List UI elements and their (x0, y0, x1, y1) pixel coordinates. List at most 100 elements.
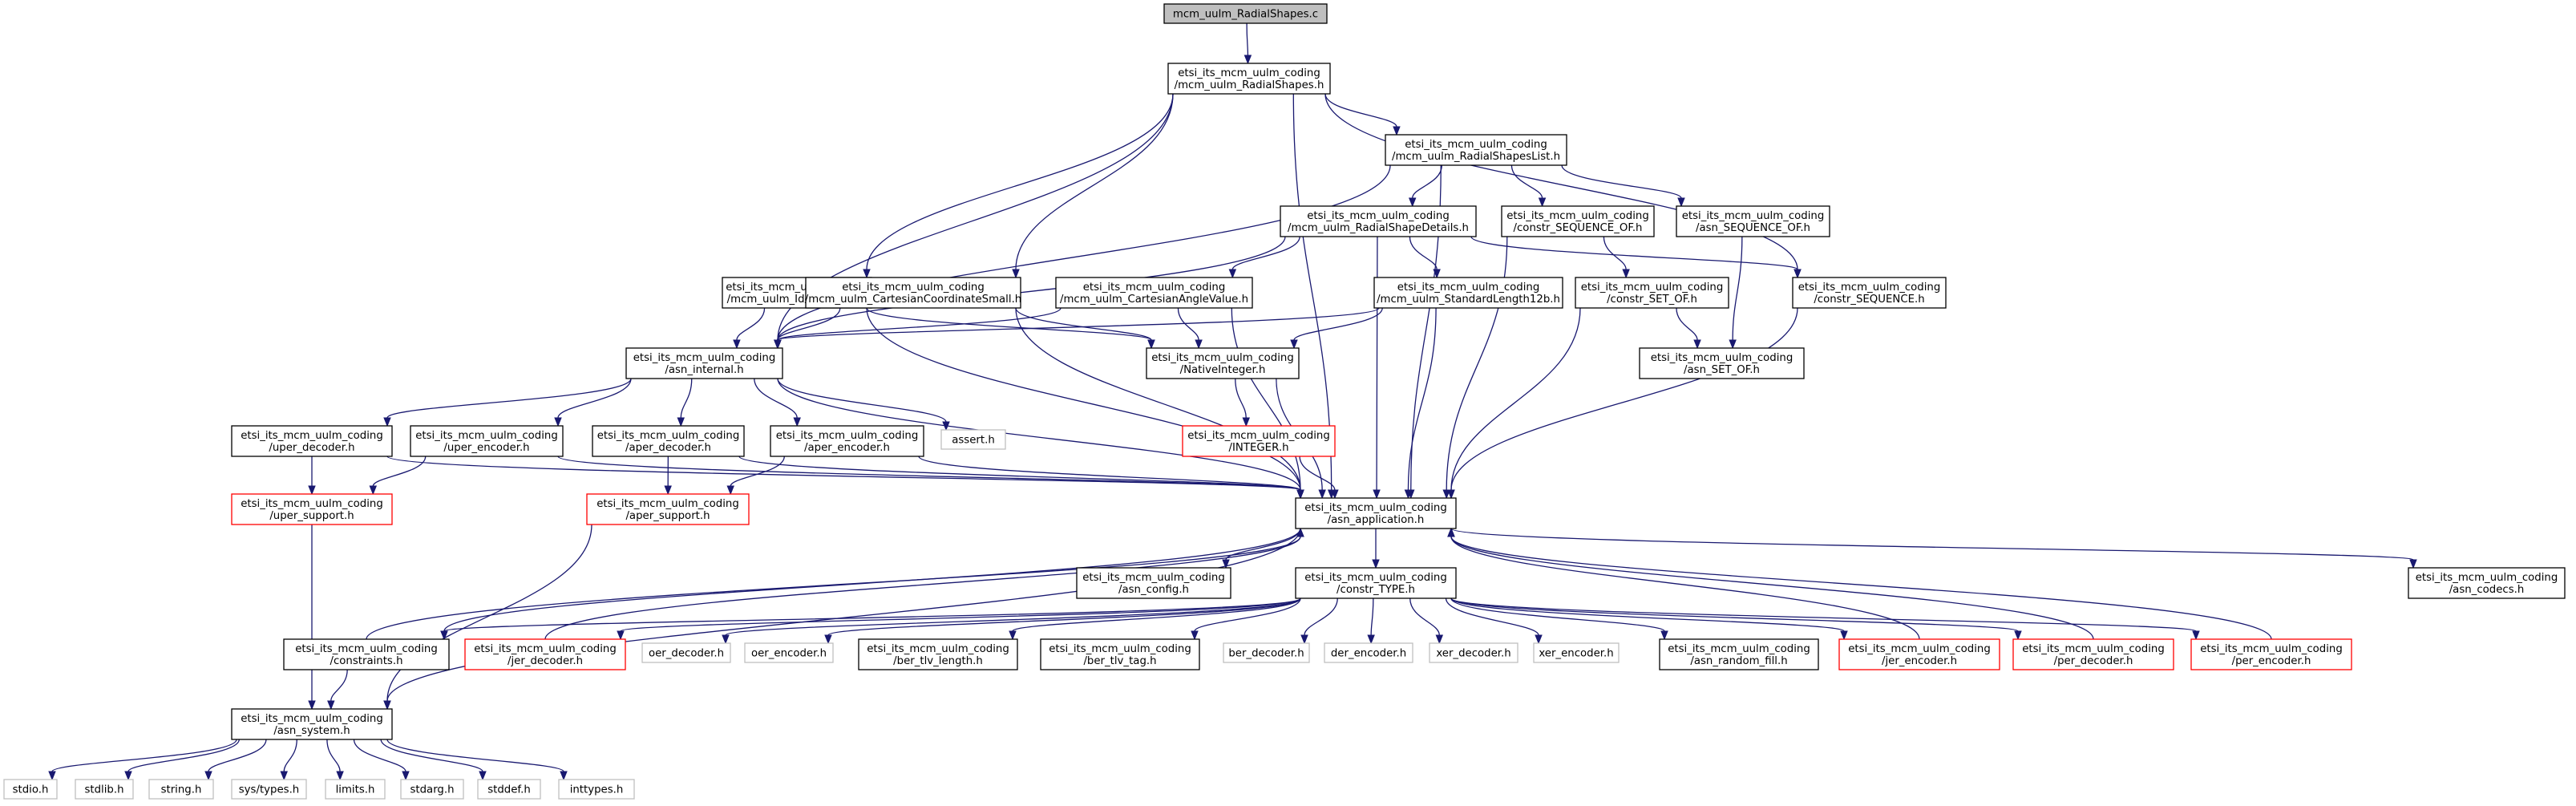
arrowhead-icon (383, 700, 391, 711)
node-box (3, 779, 58, 800)
file-node-standardlength12b-h[interactable]: etsi_its_mcm_uulm_coding/mcm_uulm_Standa… (1373, 277, 1563, 309)
file-node-xer-decoder-h[interactable]: xer_decoder.h (1429, 642, 1519, 663)
file-node-radialshapeslist-h[interactable]: etsi_its_mcm_uulm_coding/mcm_uulm_Radial… (1385, 134, 1567, 166)
file-node-stdlib-h[interactable]: stdlib.h (75, 779, 134, 800)
include-edge-constr_type_h-to-jer_encoder_h (1450, 597, 1848, 641)
node-label-line: sys/types.h (239, 784, 300, 796)
include-edge-constr_sequence_of_h-to-asn_application_h (1442, 236, 1508, 500)
file-node-stdio-h[interactable]: stdio.h (3, 779, 58, 800)
file-node-jer-decoder-h[interactable]: etsi_its_mcm_uulm_coding/jer_decoder.h (464, 638, 626, 670)
file-node-nativeinteger-h[interactable]: etsi_its_mcm_uulm_coding/NativeInteger.h (1146, 347, 1300, 379)
node-label-line: /constr_TYPE.h (1337, 584, 1415, 596)
file-node-xer-encoder-h[interactable]: xer_encoder.h (1533, 642, 1620, 663)
file-node-constraints-h[interactable]: etsi_its_mcm_uulm_coding/constraints.h (283, 638, 450, 670)
file-node-oer-decoder-h[interactable]: oer_decoder.h (641, 642, 731, 663)
file-node-integer-h[interactable]: etsi_its_mcm_uulm_coding/INTEGER.h (1182, 425, 1336, 457)
file-node-constr-type-h[interactable]: etsi_its_mcm_uulm_coding/constr_TYPE.h (1295, 567, 1457, 599)
node-label-line: assert.h (952, 435, 995, 447)
node-label-line: limits.h (336, 784, 375, 796)
file-node-constr-set-of-h[interactable]: etsi_its_mcm_uulm_coding/constr_SET_OF.h (1575, 277, 1729, 309)
file-node-aper-support-h[interactable]: etsi_its_mcm_uulm_coding/aper_support.h (586, 493, 750, 525)
file-node-aper-encoder-h[interactable]: etsi_its_mcm_uulm_coding/aper_encoder.h (770, 425, 924, 457)
node-label-line: etsi_its_mcm_uulm_coding (1397, 281, 1540, 294)
node-box (1639, 347, 1805, 379)
file-node-aper-decoder-h[interactable]: etsi_its_mcm_uulm_coding/aper_decoder.h (592, 425, 745, 457)
node-label-line: /jer_decoder.h (508, 655, 583, 667)
file-node-string-h[interactable]: string.h (148, 779, 214, 800)
file-node-inttypes-h[interactable]: inttypes.h (558, 779, 635, 800)
node-label-line: etsi_its_mcm_uulm_coding (295, 643, 438, 655)
file-node-asn-internal-h[interactable]: etsi_its_mcm_uulm_coding/asn_internal.h (625, 347, 783, 379)
node-label-line: /asn_SET_OF.h (1684, 364, 1760, 376)
include-edge-asn_system_h-to-string_h (204, 739, 267, 781)
file-node-asn-sequence-of-h[interactable]: etsi_its_mcm_uulm_coding/asn_SEQUENCE_OF… (1676, 205, 1830, 237)
node-label-line: etsi_its_mcm_uulm_coding (1082, 572, 1225, 584)
include-edge-constr_set_of_h-to-asn_set_of_h (1676, 307, 1701, 350)
file-node-per-encoder-h[interactable]: etsi_its_mcm_uulm_coding/per_encoder.h (2190, 638, 2352, 670)
arrowhead-icon (1290, 339, 1298, 350)
file-node-cartesianangle-h[interactable]: etsi_its_mcm_uulm_coding/mcm_uulm_Cartes… (1055, 277, 1253, 309)
file-node-sys-types-h[interactable]: sys/types.h (231, 779, 307, 800)
file-node-stddef-h[interactable]: stddef.h (477, 779, 541, 800)
file-node-asn-codecs-h[interactable]: etsi_its_mcm_uulm_coding/asn_codecs.h (2408, 567, 2566, 599)
node-box (1055, 277, 1253, 309)
include-edge-radialshapes_h-to-radialshapeslist_h (1324, 93, 1401, 136)
file-node-asn-system-h[interactable]: etsi_its_mcm_uulm_coding/asn_system.h (231, 708, 393, 740)
node-label-line: etsi_its_mcm_uulm_coding (1848, 643, 1991, 655)
include-edge-constr_type_h-to-constraints_h (440, 597, 1301, 641)
file-node-per-decoder-h[interactable]: etsi_its_mcm_uulm_coding/per_decoder.h (2012, 638, 2174, 670)
node-label-line: etsi_its_mcm_uulm_coding (867, 643, 1009, 655)
node-box (231, 708, 393, 740)
node-label-line: etsi_its_mcm_uulm_coding (2022, 643, 2165, 655)
file-node-radialshapes-h[interactable]: etsi_its_mcm_uulm_coding/mcm_uulm_Radial… (1167, 63, 1331, 95)
node-label-line: etsi_its_mcm_uulm_coding (1682, 210, 1825, 222)
file-node-ber-tlv-tag-h[interactable]: etsi_its_mcm_uulm_coding/ber_tlv_tag.h (1040, 638, 1200, 670)
include-edge-asn_application_h-to-asn_codecs_h (1450, 528, 2417, 569)
file-node-oer-encoder-h[interactable]: oer_encoder.h (744, 642, 834, 663)
include-edge-nativeinteger_h-to-integer_h (1235, 378, 1250, 427)
file-node-uper-support-h[interactable]: etsi_its_mcm_uulm_coding/uper_support.h (231, 493, 393, 525)
file-node-uper-encoder-h[interactable]: etsi_its_mcm_uulm_coding/uper_encoder.h (410, 425, 564, 457)
include-edge-aper_decoder_h-to-aper_support_h (664, 456, 672, 496)
node-label-line: /uper_support.h (269, 510, 354, 522)
node-label-line: ber_decoder.h (1228, 648, 1304, 660)
node-label-line: /constraints.h (330, 655, 402, 667)
include-edge-uper_encoder_h-to-uper_support_h (369, 456, 427, 496)
file-node-stdarg-h[interactable]: stdarg.h (400, 779, 464, 800)
file-node-ber-tlv-length-h[interactable]: etsi_its_mcm_uulm_coding/ber_tlv_length.… (858, 638, 1018, 670)
file-node-constr-sequence-h[interactable]: etsi_its_mcm_uulm_coding/constr_SEQUENCE… (1792, 277, 1947, 309)
file-node-radialshapedetails-h[interactable]: etsi_its_mcm_uulm_coding/mcm_uulm_Radial… (1280, 205, 1477, 237)
file-node-assert-h[interactable]: assert.h (940, 429, 1006, 450)
arrowhead-icon (1840, 630, 1848, 641)
node-label-line: /jer_encoder.h (1882, 655, 1957, 667)
file-node-asn-random-fill-h[interactable]: etsi_its_mcm_uulm_coding/asn_random_fill… (1659, 638, 1819, 670)
include-edge-asn_system_h-to-stdio_h (48, 739, 237, 781)
node-box (1792, 277, 1947, 309)
include-edge-constr_type_h-to-ber_decoder_h (1300, 597, 1338, 645)
include-edge-radialshapes_h-to-asn_internal_h (774, 93, 1174, 350)
file-node-asn-set-of-h[interactable]: etsi_its_mcm_uulm_coding/asn_SET_OF.h (1639, 347, 1805, 379)
file-node-limits-h[interactable]: limits.h (325, 779, 386, 800)
file-node-ber-decoder-h[interactable]: ber_decoder.h (1223, 642, 1310, 663)
file-node-der-encoder-h[interactable]: der_encoder.h (1324, 642, 1413, 663)
file-node-asn-config-h[interactable]: etsi_its_mcm_uulm_coding/asn_config.h (1076, 567, 1231, 599)
arrowhead-icon (722, 634, 730, 645)
node-label-line: xer_decoder.h (1436, 648, 1510, 660)
file-node-uper-decoder-h[interactable]: etsi_its_mcm_uulm_coding/uper_decoder.h (231, 425, 393, 457)
file-node-jer-encoder-h[interactable]: etsi_its_mcm_uulm_coding/jer_encoder.h (1838, 638, 2000, 670)
include-edge-asn_system_h-to-stdarg_h (353, 739, 410, 781)
arrowhead-icon (1228, 269, 1237, 279)
file-node-asn-application-h[interactable]: etsi_its_mcm_uulm_coding/asn_application… (1295, 497, 1457, 529)
file-node-constr-sequence-of-h[interactable]: etsi_its_mcm_uulm_coding/constr_SEQUENCE… (1501, 205, 1655, 237)
include-edge-uper_decoder_h-to-uper_support_h (308, 456, 316, 496)
file-node-cartesiancoordsmall-h[interactable]: etsi_its_mcm_uulm_coding/mcm_uulm_Cartes… (805, 277, 1021, 309)
node-label-line: /asn_random_fill.h (1690, 655, 1787, 667)
node-box (231, 425, 393, 457)
node-box (1295, 497, 1457, 529)
node-box (2190, 638, 2352, 670)
node-label-line: etsi_its_mcm_uulm_coding (1187, 430, 1330, 442)
include-edge-asn_system_h-to-stdlib_h (124, 739, 240, 781)
include-edge-asn_sequence_of_h-to-asn_set_of_h (1729, 236, 1743, 350)
include-edge-aper_decoder_h-to-asn_application_h (738, 456, 1304, 500)
include-edge-asn_system_h-to-inttypes_h (386, 739, 568, 781)
